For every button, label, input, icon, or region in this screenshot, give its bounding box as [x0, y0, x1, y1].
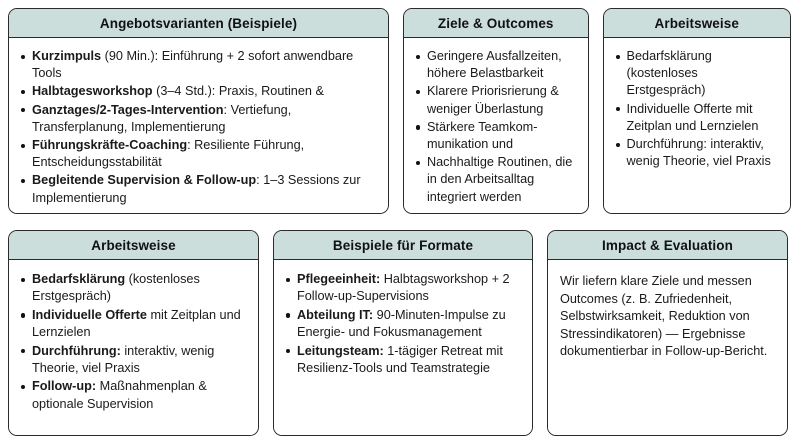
- list-item-rest: mit Zeitplan und Lernzielen: [32, 307, 241, 340]
- card-title-beispiele-formate: Beispiele für Formate: [274, 231, 532, 260]
- card-arbeitsweise-bottom: Arbeitsweise Bedarfsklärung (kostenloses…: [8, 230, 259, 436]
- card-impact-evaluation: Impact & Evaluation Wir liefern klare Zi…: [547, 230, 788, 436]
- list-item: Kurzimpuls (90 Min.): Einführung + 2 sof…: [19, 48, 378, 82]
- list-item-rest: 1-tägiger Retreat mit Resilienz-Tools un…: [297, 343, 503, 376]
- list-item: Halbtagesworkshop (3–4 Std.): Praxis, Ro…: [19, 83, 378, 100]
- list-item-rest: interaktiv, wenig Theorie, viel Praxis: [32, 343, 215, 376]
- card-body-arbeitsweise-top: Bedarfsklärung (kostenloses Erstgespräch…: [603, 38, 790, 213]
- list-item-rest: (3–4 Std.): Praxis, Routinen &: [152, 84, 324, 99]
- list-item-lead: Führungskräfte-Coaching: [32, 138, 188, 153]
- card-body-impact-evaluation: Wir liefern klare Ziele und messen Outco…: [548, 260, 787, 435]
- list-item: Durchführung: interaktiv, wenig Theorie,…: [19, 343, 248, 378]
- bullet-list-arbeitsweise-bottom: Bedarfsklärung (kostenloses Erstgespräch…: [19, 271, 248, 413]
- list-item-rest: Individuelle Offerte mit Zeitplan und Le…: [626, 101, 759, 133]
- card-title-angebotsvarianten: Angebotsvarianten (Beispiele): [9, 9, 388, 38]
- list-item-rest: : Vertiefung, Transferplanung, Implement…: [32, 102, 292, 134]
- impact-paragraph: Wir liefern klare Ziele und messen Outco…: [560, 274, 768, 359]
- list-item-rest: : Resiliente Führung, Entscheidungsstabi…: [32, 138, 305, 170]
- card-arbeitsweise-top: Arbeitsweise Bedarfsklärung (kostenloses…: [602, 8, 791, 214]
- list-item-lead: Bedarfsklärung: [32, 272, 126, 286]
- bullet-list-angebotsvarianten: Kurzimpuls (90 Min.): Einführung + 2 sof…: [19, 48, 378, 207]
- list-item: Stärkere Teamkom­munikation und: [414, 119, 578, 153]
- list-item-lead: Leitungsteam:: [297, 343, 384, 358]
- list-item: Bedarfsklärung (kostenloses Erstgespräch…: [614, 48, 781, 100]
- card-beispiele-formate: Beispiele für Formate Pflegeeinheit: Hal…: [273, 230, 533, 436]
- list-item-rest: (kostenloses Erstgespräch): [32, 272, 200, 304]
- list-item-rest: (90 Min.): Einführung + 2 sofort anwendb…: [32, 49, 354, 81]
- list-item: Follow-up: Maßnahmenplan & optionale Sup…: [19, 378, 248, 413]
- bullet-list-ziele-outcomes: Geringere Ausfallzeiten, höhere Belastba…: [414, 48, 578, 206]
- list-item: Durchführung: interaktiv, wenig Theorie,…: [614, 136, 781, 170]
- card-body-angebotsvarianten: Kurzimpuls (90 Min.): Einführung + 2 sof…: [9, 38, 388, 213]
- list-item-lead: Begleitende Supervision & Follow-up: [32, 173, 257, 188]
- list-item: Ganztages/2-Tages-Intervention: Vertiefu…: [19, 102, 378, 136]
- card-body-arbeitsweise-bottom: Bedarfsklärung (kostenloses Erstgespräch…: [9, 260, 258, 435]
- card-row-bottom: Arbeitsweise Bedarfsklärung (kostenloses…: [8, 230, 791, 436]
- list-item-rest: Stärkere Teamkom­munikation und: [426, 119, 538, 152]
- list-item-rest: : 1–3 Sessions zur Implementierung: [32, 173, 361, 205]
- list-item: Klarere Priorisrierung & weniger Überlas…: [414, 83, 578, 117]
- list-item-lead: Ganztages/2-Tages-Intervention: [32, 102, 224, 117]
- list-item-lead: Pflegeeinheit:: [297, 272, 381, 286]
- card-angebotsvarianten: Angebotsvarianten (Beispiele) Kurzimpuls…: [8, 8, 389, 214]
- list-item-lead: Follow-up:: [32, 379, 97, 394]
- list-item-rest: Bedarfsklärung (kostenloses Erstgespräch…: [626, 49, 712, 98]
- list-item-rest: 90-Minuten-Impulse zu Energie- und Fokus…: [297, 307, 506, 340]
- list-item-rest: Halbtagsworkshop + 2 Follow-up-Supervisi…: [297, 272, 510, 304]
- list-item-lead: Durchführung:: [32, 343, 121, 358]
- card-body-ziele-outcomes: Geringere Ausfallzeiten, höhere Belastba…: [403, 38, 588, 213]
- list-item-rest: Geringere Ausfallzeiten, höhere Belastba…: [426, 49, 562, 81]
- list-item-rest: Maßnahmenplan & optionale Supervision: [32, 379, 207, 411]
- card-title-arbeitsweise-top: Arbeitsweise: [603, 9, 790, 38]
- card-title-arbeitsweise-bottom: Arbeitsweise: [9, 231, 258, 260]
- list-item: Begleitende Supervision & Follow-up: 1–3…: [19, 172, 378, 206]
- list-item-rest: Nachhaltige Routinen, die in den Arbeits…: [426, 155, 573, 204]
- list-item: Führungskräfte-Coaching: Resiliente Führ…: [19, 137, 378, 171]
- list-item: Abteilung IT: 90-Minuten-Impulse zu Ener…: [284, 307, 522, 342]
- list-item-lead: Halbtagesworkshop: [32, 84, 153, 99]
- list-item: Bedarfsklärung (kostenloses Erstgespräch…: [19, 271, 248, 306]
- card-title-ziele-outcomes: Ziele & Outcomes: [403, 9, 588, 38]
- list-item-lead: Individuelle Offerte: [32, 307, 147, 322]
- list-item-lead: Kurzimpuls: [32, 49, 102, 63]
- bullet-list-beispiele-formate: Pflegeeinheit: Halbtagsworkshop + 2 Foll…: [284, 271, 522, 377]
- list-item: Pflegeeinheit: Halbtagsworkshop + 2 Foll…: [284, 271, 522, 306]
- bullet-list-arbeitsweise-top: Bedarfsklärung (kostenloses Erstgespräch…: [614, 48, 781, 170]
- card-title-impact-evaluation: Impact & Evaluation: [548, 231, 787, 260]
- list-item: Leitungsteam: 1-tägiger Retreat mit Resi…: [284, 343, 522, 378]
- card-body-beispiele-formate: Pflegeeinheit: Halbtagsworkshop + 2 Foll…: [274, 260, 532, 435]
- list-item-lead: Abteilung IT:: [297, 307, 374, 322]
- list-item: Nachhaltige Routinen, die in den Arbeits…: [414, 154, 578, 206]
- card-ziele-outcomes: Ziele & Outcomes Geringere Ausfallzeiten…: [402, 8, 589, 214]
- list-item: Individuelle Offerte mit Zeitplan und Le…: [614, 101, 781, 135]
- list-item-rest: Klarere Priorisrierung & weniger Überlas…: [426, 84, 559, 116]
- list-item-rest: Durchführung: interaktiv, wenig Theorie,…: [626, 137, 771, 169]
- list-item: Individuelle Offerte mit Zeitplan und Le…: [19, 307, 248, 342]
- card-row-top: Angebotsvarianten (Beispiele) Kurzimpuls…: [8, 8, 791, 214]
- list-item: Geringere Ausfallzeiten, höhere Belastba…: [414, 48, 578, 82]
